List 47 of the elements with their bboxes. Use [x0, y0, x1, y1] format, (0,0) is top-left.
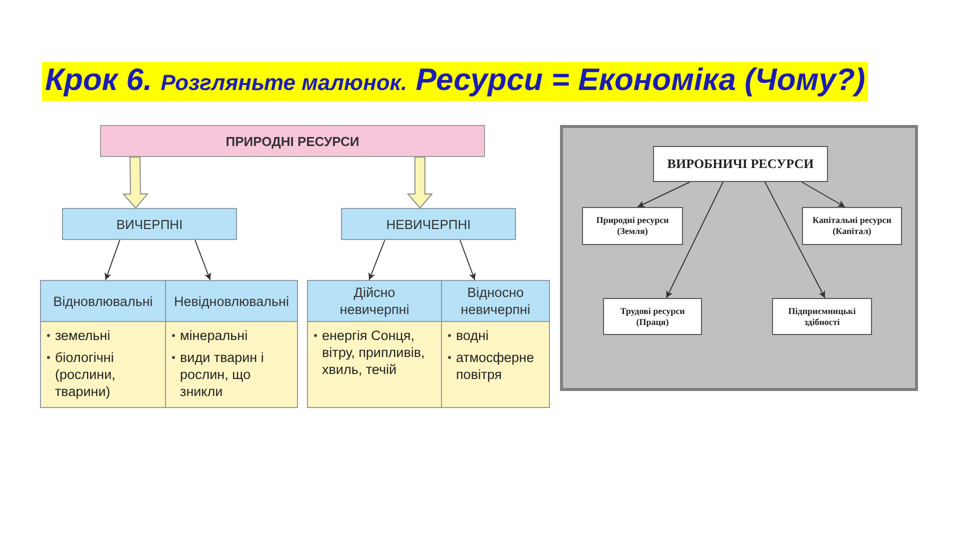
category-box: [62, 208, 237, 240]
heading-text: ПРИРОДНІ РЕСУРСИ: [226, 134, 360, 148]
arrow: [666, 182, 724, 298]
column-header: Відновлювальні: [53, 292, 153, 310]
arrow: [104, 240, 120, 280]
table-header-cell: [165, 280, 298, 322]
heading-box: [653, 146, 828, 182]
resource-box: [772, 298, 872, 335]
column-header: Дійсно невичерпні: [338, 284, 410, 318]
resource-label: Капітальні ресурси (Капітал): [811, 215, 892, 237]
arrow: [801, 182, 846, 208]
table-cell: [307, 321, 442, 408]
category-box: [341, 208, 516, 240]
arrow: [368, 240, 386, 280]
category-label: ВИЧЕРПНІ: [116, 216, 183, 232]
panel-background: [560, 125, 918, 391]
table-cell: [165, 321, 298, 408]
resource-label: Підприємницькі здібності: [787, 306, 857, 328]
list-item: атмосферне повітря: [456, 349, 536, 383]
arrow: [194, 240, 211, 280]
list-item: енергія Сонця, вітру, припливів, хвиль, течій: [322, 327, 426, 378]
column-header: Відносно невичерпні: [460, 284, 532, 318]
resource-label: Трудові ресурси (Праця): [619, 306, 686, 328]
heading-box: [100, 125, 485, 157]
block-arrow: [406, 156, 433, 209]
table-header-cell: [307, 280, 442, 322]
list-item: мінеральні: [180, 327, 248, 344]
table-cell: [441, 321, 550, 408]
category-label: НЕВИЧЕРПНІ: [386, 216, 471, 232]
resource-box: [603, 298, 702, 335]
resource-box: [582, 207, 683, 245]
block-arrow: [122, 156, 149, 209]
heading-text: ВИРОБНИЧІ РЕСУРСИ: [667, 156, 814, 172]
list-item: види тварин і рослин, що зникли: [180, 349, 265, 400]
table-header-cell: [40, 280, 166, 322]
arrow: [460, 240, 476, 280]
resource-box: [802, 207, 902, 245]
column-header: Невідновлювальні: [174, 292, 290, 310]
arrow: [764, 182, 826, 298]
arrow: [637, 182, 690, 208]
list-item: водні: [456, 327, 489, 344]
table-cell: [40, 321, 166, 408]
resource-label: Природні ресурси (Земля): [595, 215, 670, 237]
table-header-cell: [441, 280, 550, 322]
list-item: земельні: [55, 327, 110, 344]
title: Крок 6. Розгляньте малюнок. Ресурси = Економіка (Чому?): [42, 62, 868, 101]
list-item: біологічні (рослини, тварини): [55, 349, 116, 400]
